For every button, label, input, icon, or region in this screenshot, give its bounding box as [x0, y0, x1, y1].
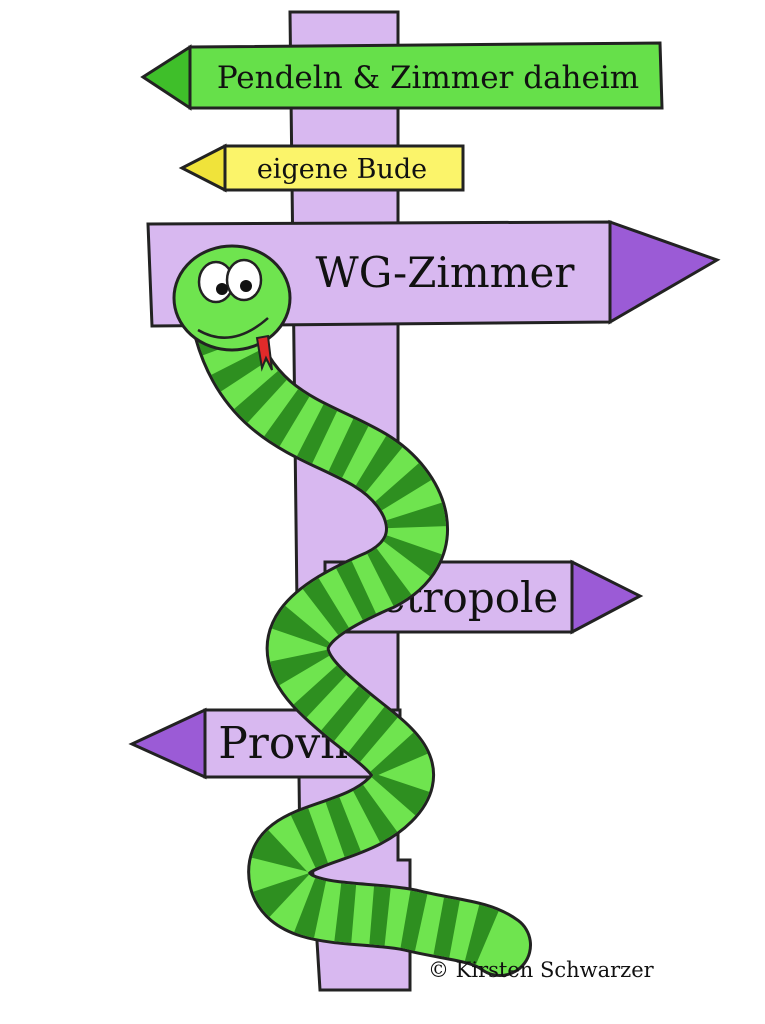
snake-tongue	[255, 334, 273, 372]
sign-bude-label: eigene Bude	[257, 154, 427, 185]
snake	[172, 244, 532, 977]
sign-wg-label: WG-Zimmer	[316, 248, 576, 297]
snake-eye-right	[225, 258, 263, 302]
sign-pendeln-label: Pendeln & Zimmer daheim	[217, 60, 639, 96]
snake-stripes	[197, 321, 518, 970]
sign-bude: eigene Bude	[178, 143, 465, 193]
copyright-credit: © Kirsten Schwarzer	[428, 958, 654, 982]
snake-head	[172, 244, 292, 352]
sign-pendeln: Pendeln & Zimmer daheim	[140, 41, 664, 111]
